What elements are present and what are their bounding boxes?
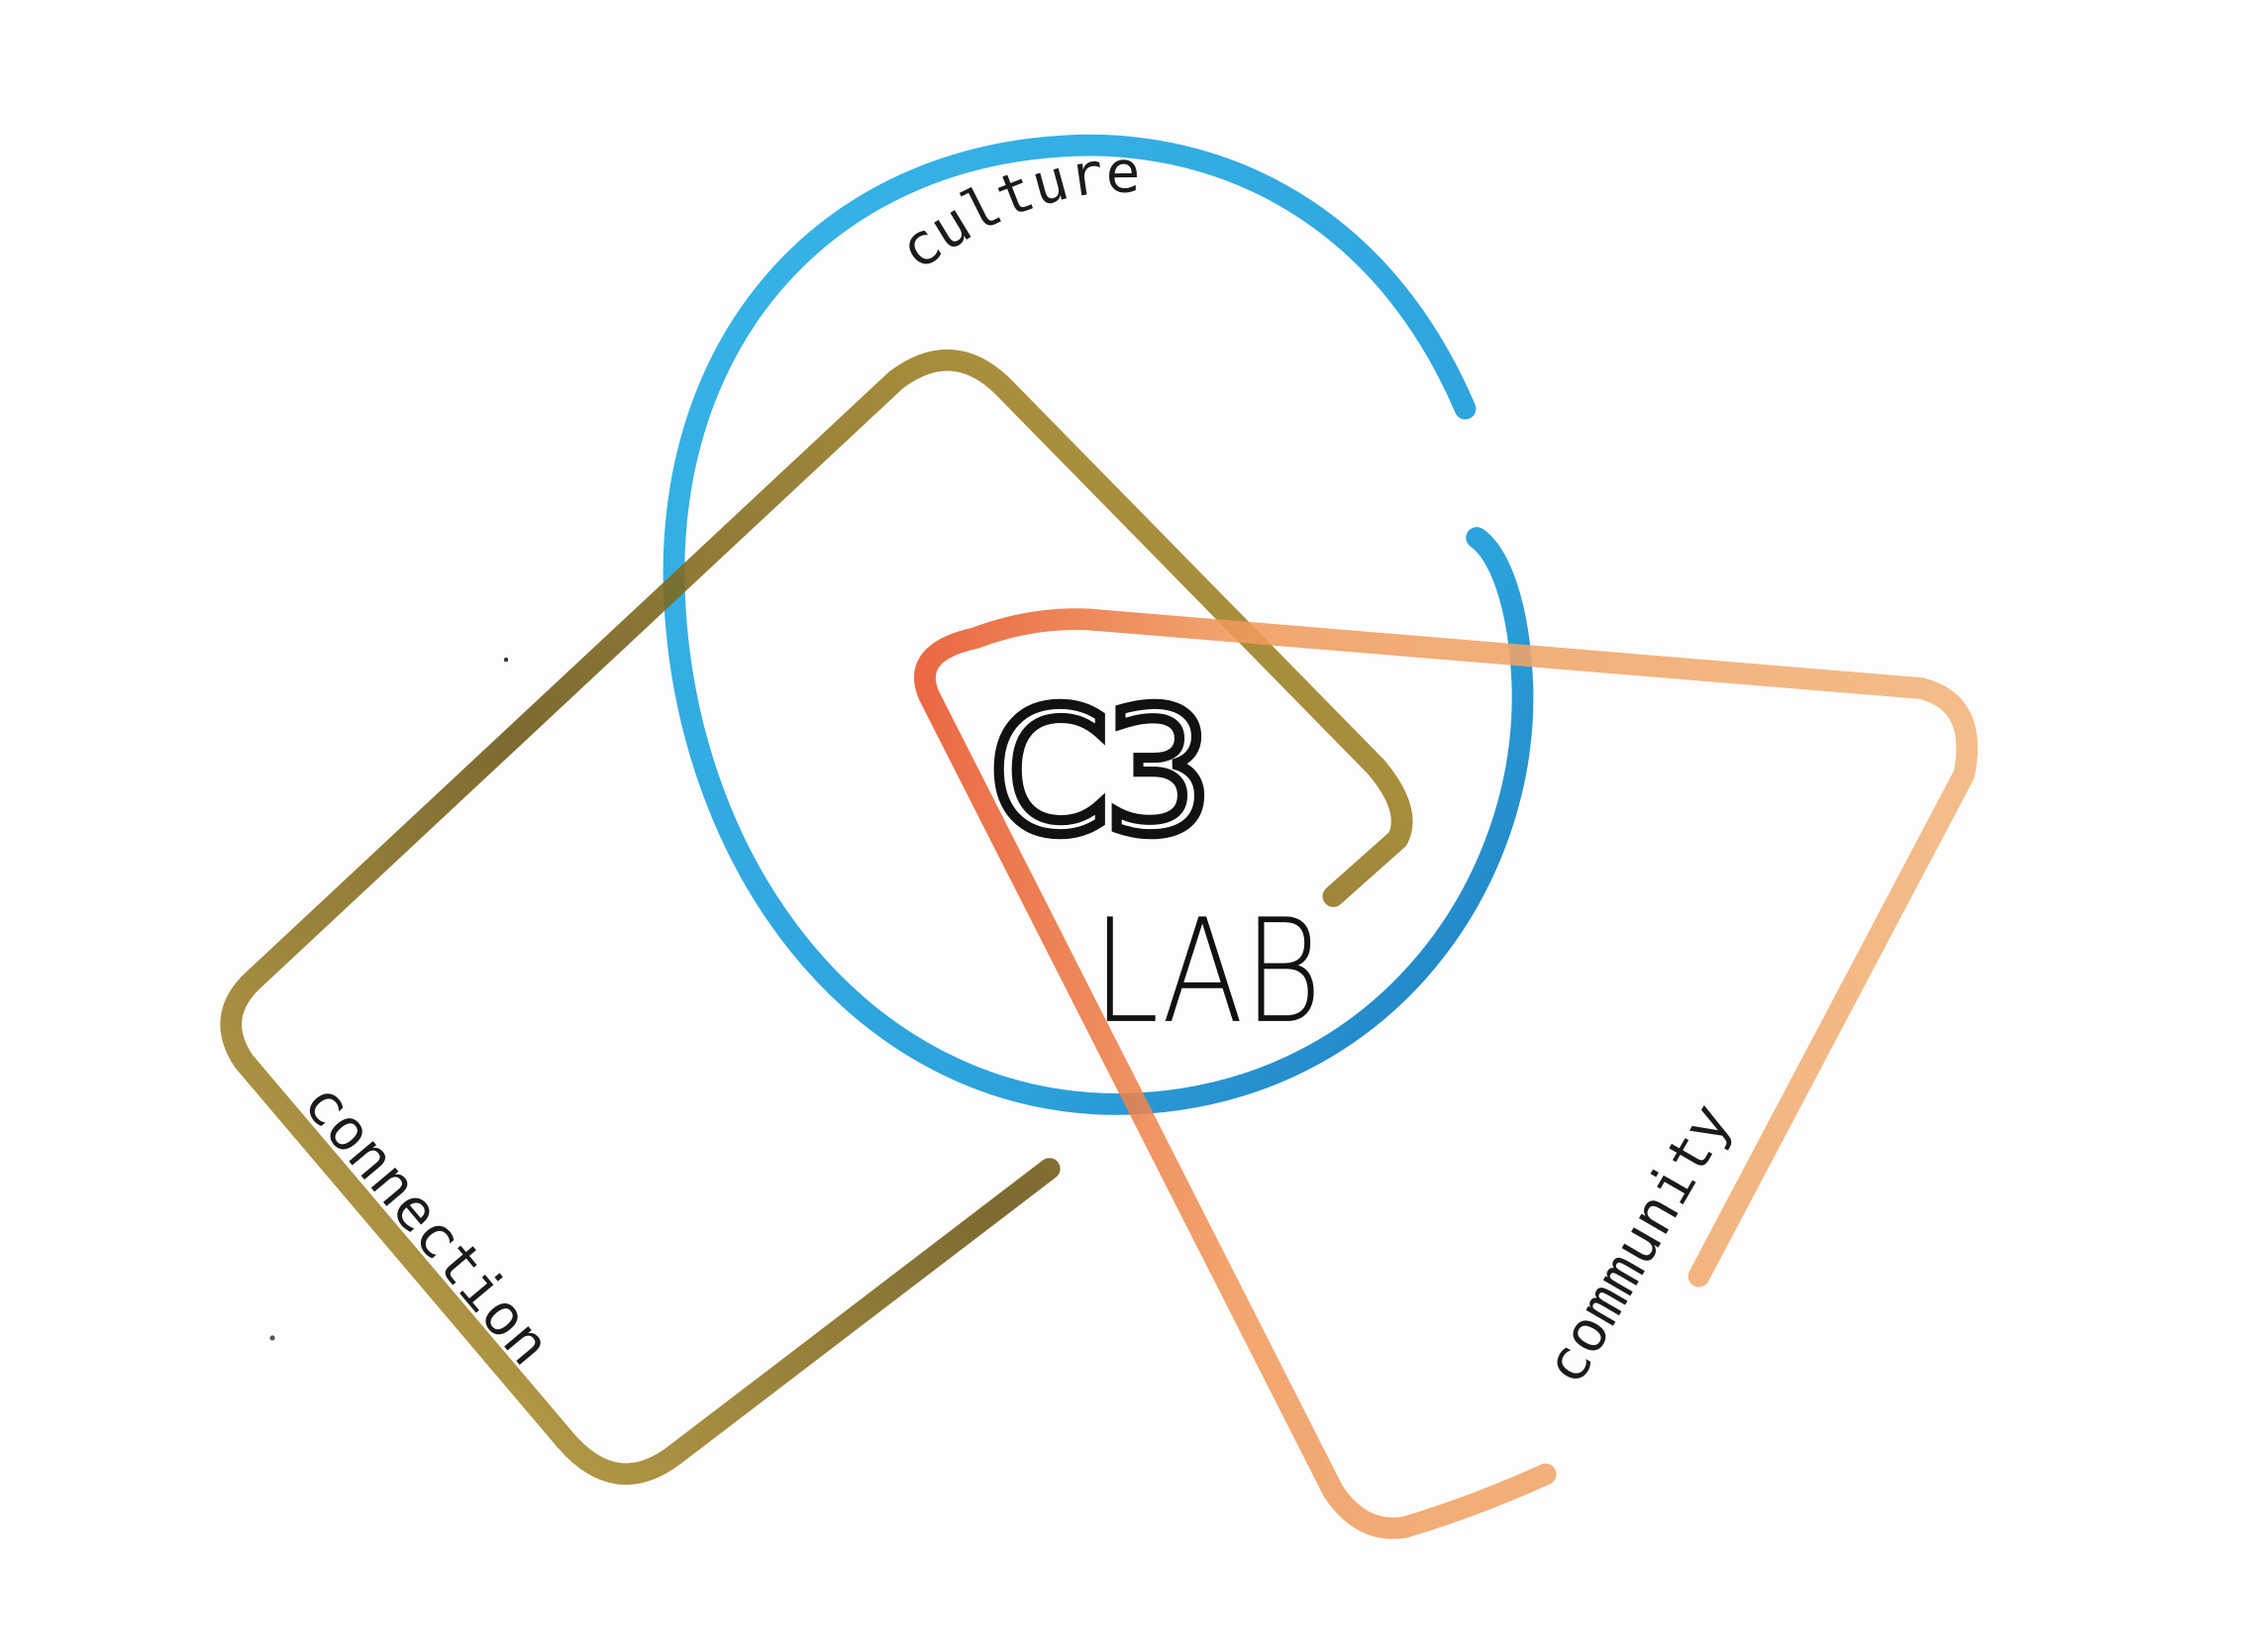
ink-speck bbox=[503, 657, 509, 663]
ink-speck bbox=[269, 1335, 275, 1341]
community-triangle bbox=[914, 608, 1979, 1539]
connection-label: connection bbox=[290, 1070, 563, 1378]
logo-title-lab: LAB bbox=[1092, 889, 1322, 1056]
culture-label: culture bbox=[887, 139, 1141, 284]
logo-title-c3: C3 bbox=[989, 672, 1207, 873]
connection-square bbox=[220, 349, 1413, 1486]
culture-circle bbox=[663, 134, 1534, 1115]
